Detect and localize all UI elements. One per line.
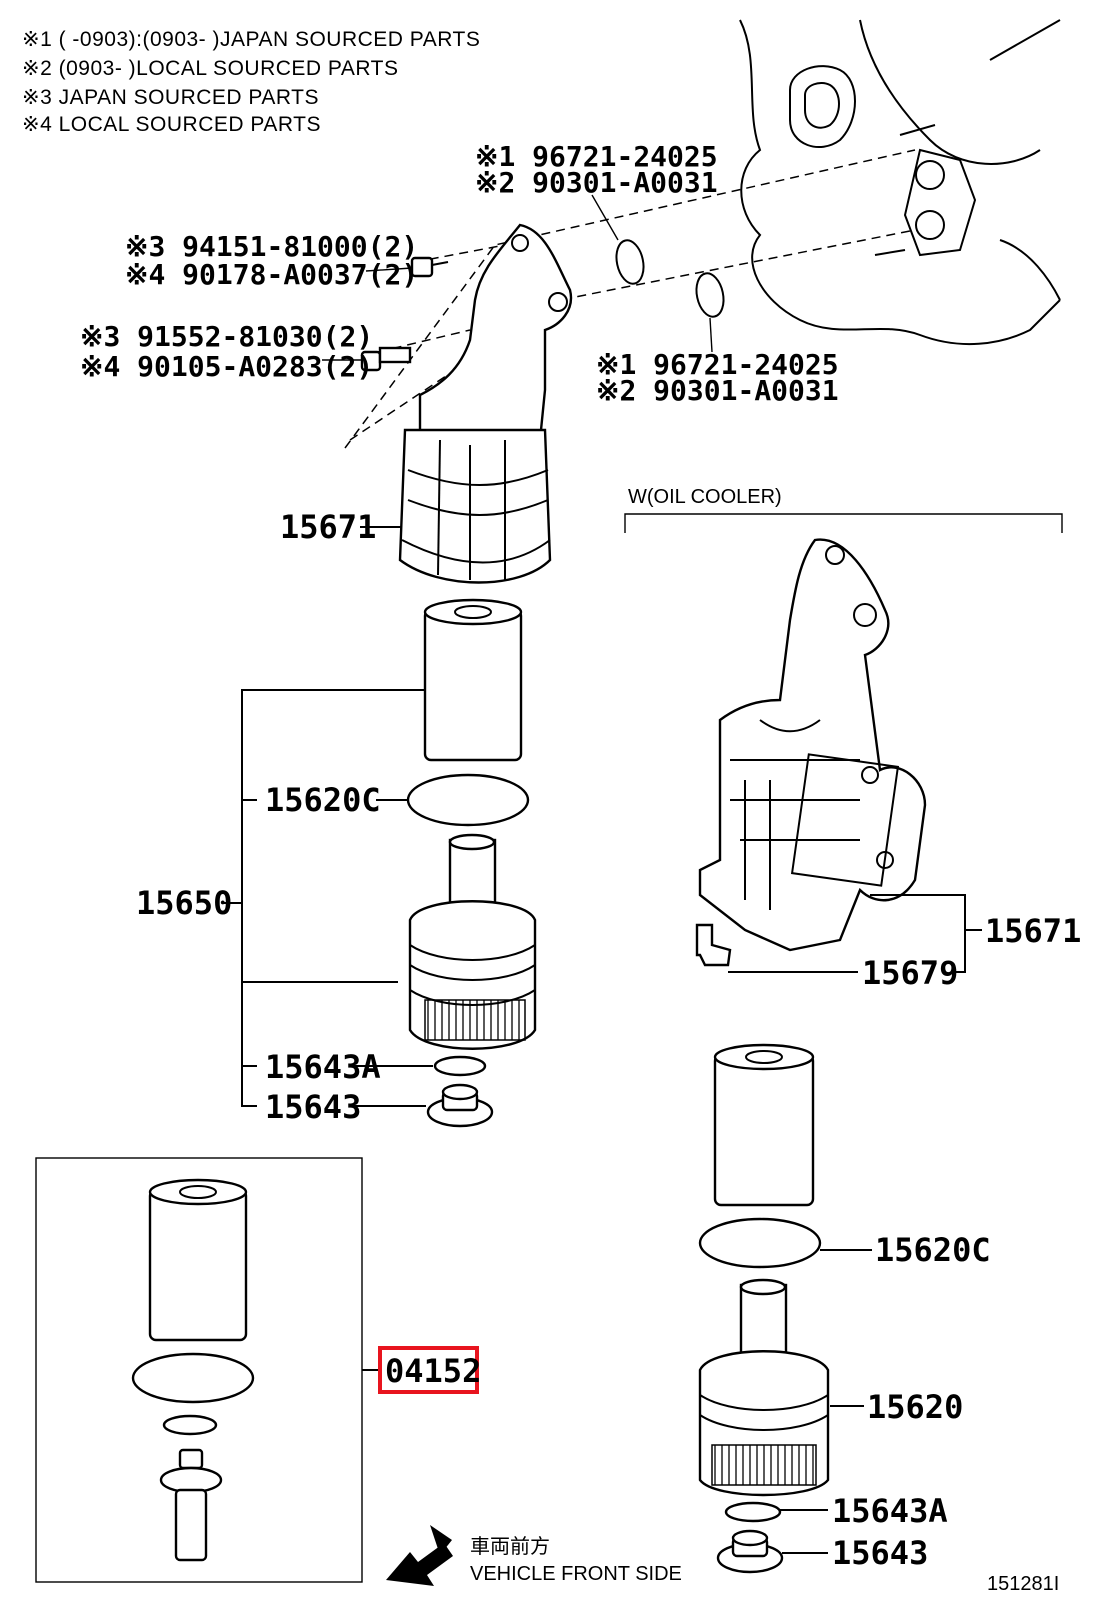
gasket-right — [724, 1501, 782, 1523]
callout-oring-mid-1: ※1 96721-24025 — [596, 348, 839, 381]
gasket-left — [433, 1055, 487, 1077]
callout-bolt-b-2: ※4 90105-A0283(2) — [80, 350, 373, 383]
label-cap-right: 15620 — [867, 1388, 963, 1426]
callout-bolt-a-2: ※4 90178-A0037(2) — [125, 258, 418, 291]
label-kit: 04152 — [385, 1352, 481, 1390]
label-plug-left: 15643 — [265, 1088, 361, 1126]
label-housing-right: 15671 — [985, 912, 1081, 950]
oil-cooler-bracket — [624, 513, 1063, 533]
label-assy-left: 15650 — [136, 884, 232, 922]
oil-filter-housing-right — [698, 538, 927, 952]
label-housing-left: 15671 — [280, 508, 376, 546]
oil-filter-housing-left — [398, 223, 573, 584]
bolt-upper — [365, 256, 449, 278]
o-ring-left — [406, 773, 530, 827]
label-gasket-left: 15643A — [265, 1048, 381, 1086]
kit-highlight-box — [378, 1346, 479, 1394]
label-bracket-right: 15679 — [862, 954, 958, 992]
callout-oring-top-1: ※1 96721-24025 — [475, 140, 718, 173]
drain-plug-right — [716, 1529, 784, 1574]
callout-oring-top-2: ※2 90301-A0031 — [475, 166, 718, 199]
filter-cap-right — [698, 1278, 830, 1497]
label-front-en: VEHICLE FRONT SIDE — [470, 1563, 682, 1585]
label-oring-right: 15620C — [875, 1231, 991, 1269]
bracket-housing-right — [870, 894, 966, 973]
label-gasket-right: 15643A — [832, 1492, 948, 1530]
o-ring-right — [698, 1217, 822, 1269]
label-plug-right: 15643 — [832, 1534, 928, 1572]
note-2: ※2 (0903- )LOCAL SOURCED PARTS — [22, 57, 398, 80]
vehicle-front-arrow-icon — [386, 1525, 453, 1586]
bracket-clip-15679 — [695, 923, 732, 967]
source-notes: ※1 ( -0903):(0903- )JAPAN SOURCED PARTS … — [22, 28, 480, 136]
label-front-jp: 車両前方 — [470, 1535, 550, 1558]
filter-cap-left — [408, 833, 537, 1050]
kit-filter-element — [148, 1178, 248, 1342]
callout-bolt-a-1: ※3 94151-81000(2) — [125, 230, 418, 263]
kit-drain-plug — [159, 1448, 223, 1562]
filter-element-right — [713, 1043, 815, 1207]
callout-oring-mid-2: ※2 90301-A0031 — [596, 374, 839, 407]
note-4: ※4 LOCAL SOURCED PARTS — [22, 113, 321, 136]
callout-bolt-b-1: ※3 91552-81030(2) — [80, 320, 373, 353]
kit-gasket — [162, 1414, 218, 1436]
assembly-bracket-15650 — [222, 689, 425, 1107]
note-1: ※1 ( -0903):(0903- )JAPAN SOURCED PARTS — [22, 28, 480, 51]
label-oil-cooler: W(OIL COOLER) — [628, 486, 782, 508]
engine-block-drawing — [739, 19, 1061, 345]
kit-o-ring — [131, 1352, 255, 1404]
drain-plug-left — [426, 1083, 494, 1128]
bolt-lower — [322, 346, 412, 372]
label-ref: 151281I — [987, 1573, 1059, 1595]
o-ring-upper — [591, 194, 645, 285]
note-3: ※3 JAPAN SOURCED PARTS — [22, 86, 319, 109]
o-ring-lower — [695, 272, 725, 353]
filter-element-left — [423, 598, 523, 762]
label-oring-left: 15620C — [265, 781, 381, 819]
